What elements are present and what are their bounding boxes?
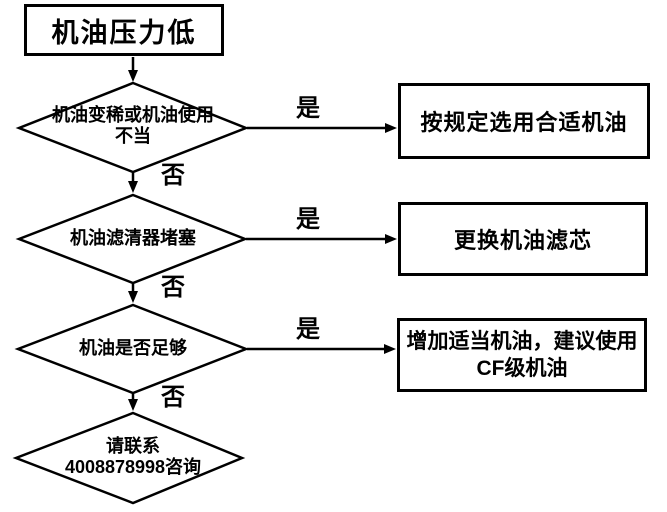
decision-3-label: 机油是否足够 — [28, 338, 238, 359]
start-node-label: 机油压力低 — [51, 17, 197, 48]
yes-label-2: 是 — [296, 206, 320, 233]
fallback-label-line1: 请联系 — [106, 436, 160, 456]
decision-3-label-line1: 机油是否足够 — [79, 338, 187, 358]
decision-1-label-line2: 不当 — [115, 126, 151, 146]
action-box-1-label: 按规定选用合适机油 — [420, 110, 628, 135]
decision-1-diamond — [15, 81, 250, 174]
decision-1-label: 机油变稀或机油使用 不当 — [28, 105, 238, 147]
yes-label-3: 是 — [296, 316, 320, 343]
action-box-2: 更换机油滤芯 — [398, 202, 648, 276]
decision-2-label-line1: 机油滤清器堵塞 — [70, 228, 196, 248]
fallback-label: 请联系 4008878998咨询 — [28, 436, 238, 478]
decision-3-diamond — [14, 303, 250, 395]
yes-label-1: 是 — [296, 95, 320, 122]
fallback-diamond — [12, 411, 246, 505]
start-node: 机油压力低 — [24, 4, 224, 56]
fallback-label-line2: 4008878998咨询 — [64, 457, 202, 477]
decision-2-label: 机油滤清器堵塞 — [28, 228, 238, 249]
no-label-3: 否 — [161, 384, 185, 411]
decision-2-diamond — [15, 193, 249, 285]
action-box-2-label: 更换机油滤芯 — [453, 228, 592, 253]
no-label-2: 否 — [161, 274, 185, 301]
action-box-3-label-line2: CF级机油 — [476, 357, 568, 380]
action-box-3: 增加适当机油，建议使用 CF级机油 — [397, 318, 647, 392]
no-label-1: 否 — [161, 162, 185, 189]
action-box-3-label-line1: 增加适当机油，建议使用 — [406, 330, 638, 353]
decision-1-label-line1: 机油变稀或机油使用 — [52, 105, 214, 125]
action-box-1: 按规定选用合适机油 — [398, 83, 650, 159]
